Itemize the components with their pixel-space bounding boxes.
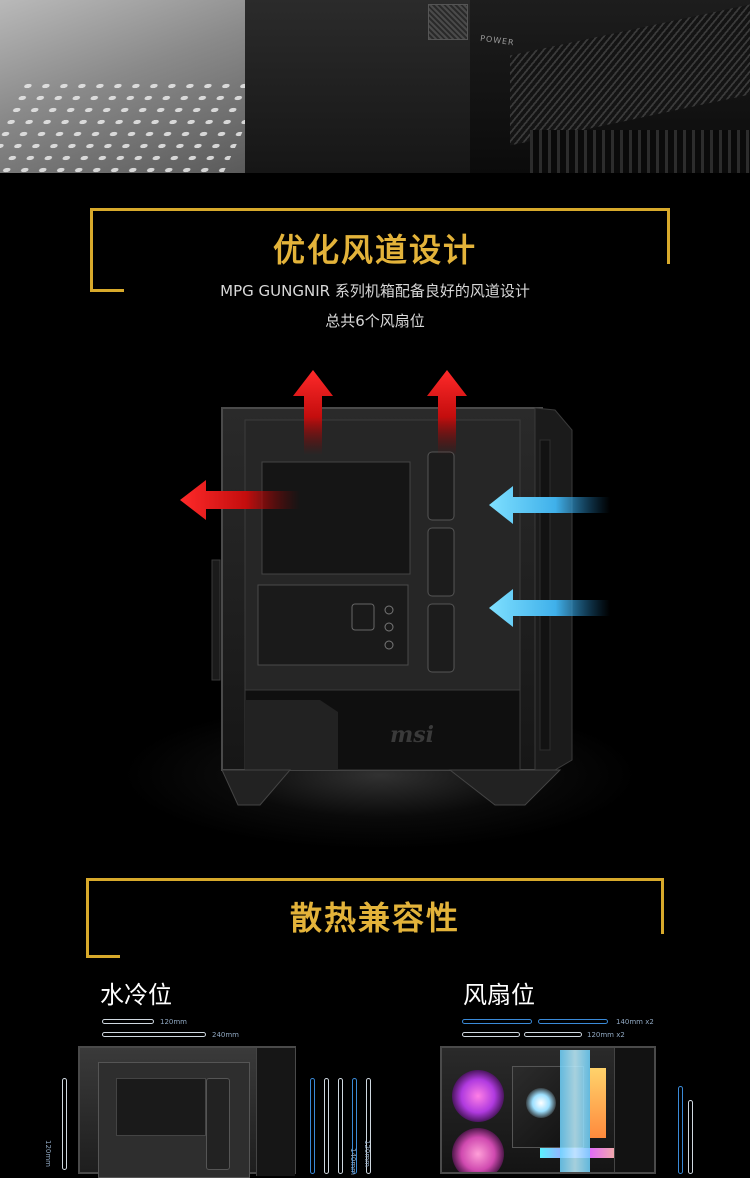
water-cooling-label: 水冷位 xyxy=(100,981,172,1009)
intake-arrow-front-2 xyxy=(489,589,610,627)
msi-logo: msi xyxy=(390,722,434,748)
cooling-title: 散热兼容性 xyxy=(289,899,460,937)
fan-line-140-b xyxy=(538,1019,608,1024)
fan-case-image xyxy=(440,1046,656,1174)
radiator-size-240: 240mm xyxy=(212,1031,239,1039)
radiator-size-120: 120mm xyxy=(160,1018,187,1026)
glass-dot-pattern xyxy=(0,80,267,173)
airflow-subtitle-line2: 总共6个风扇位 xyxy=(325,312,425,330)
fan-line-140-a xyxy=(462,1019,532,1024)
exhaust-arrow-top-2 xyxy=(427,370,467,455)
radiator-line-240 xyxy=(102,1032,206,1037)
top-product-photo: POWER xyxy=(0,0,750,173)
radiator-vline-3 xyxy=(338,1078,343,1174)
fan-position-label: 风扇位 xyxy=(463,981,535,1009)
radiator-vline-1 xyxy=(310,1078,315,1174)
exhaust-arrow-rear xyxy=(180,480,300,520)
fan-vline-right-1 xyxy=(678,1086,683,1174)
case-airflow-illustration: msi xyxy=(180,370,610,806)
radiator-vlabel-140: 140mm xyxy=(349,1148,357,1175)
exhaust-arrow-top-1 xyxy=(293,370,333,455)
cpu-cutout xyxy=(261,461,411,575)
case-foot-right xyxy=(448,769,562,806)
intake-arrow-front-1 xyxy=(489,486,610,524)
power-button xyxy=(428,4,468,40)
water-cooling-case-image xyxy=(78,1046,296,1178)
fan-size-120x2: 120mm x2 xyxy=(587,1031,625,1039)
case-foot-left xyxy=(221,769,292,806)
fan-line-120-b xyxy=(524,1032,582,1037)
front-grill xyxy=(530,130,750,173)
airflow-subtitle-line1: MPG GUNGNIR 系列机箱配备良好的风道设计 xyxy=(220,282,530,300)
case-front-vent xyxy=(470,0,750,173)
fan-size-140x2: 140mm x2 xyxy=(616,1018,654,1026)
front-mesh xyxy=(510,4,750,146)
case-side-glass xyxy=(0,0,267,173)
airflow-title: 优化风道设计 xyxy=(272,231,477,269)
fan-line-120-a xyxy=(462,1032,520,1037)
fan-vline-right-2 xyxy=(688,1100,693,1174)
radiator-vline-left xyxy=(62,1078,67,1170)
radiator-vlabel-left: 120mm xyxy=(44,1140,52,1167)
radiator-vlabel-120: 120mm xyxy=(363,1140,371,1167)
radiator-line-120-top xyxy=(102,1019,154,1024)
airflow-title-frame xyxy=(90,208,670,292)
cooling-title-frame xyxy=(86,878,664,958)
radiator-vline-2 xyxy=(324,1078,329,1174)
